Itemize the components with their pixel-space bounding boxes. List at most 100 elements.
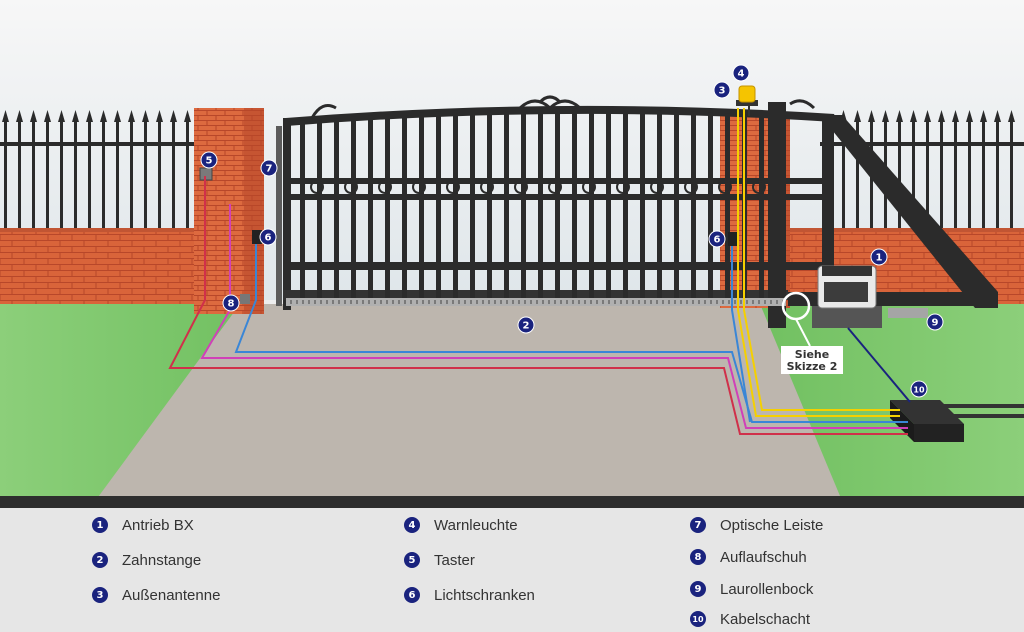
- fence-spike: [86, 110, 93, 122]
- drive-motor-top: [822, 266, 872, 276]
- rack-tooth: [428, 300, 430, 304]
- rack-tooth: [542, 300, 544, 304]
- legend-badge-4: 4: [404, 517, 420, 533]
- fence-spike: [980, 110, 987, 122]
- rack-tooth: [320, 300, 322, 304]
- gate-bar: [674, 110, 679, 300]
- rack-tooth: [650, 300, 652, 304]
- fence-spike: [16, 110, 23, 122]
- rack-tooth: [728, 300, 730, 304]
- gate-scroll-left: [310, 104, 337, 119]
- marker-10: 10: [910, 380, 928, 398]
- duct-cable-out1: [944, 404, 1024, 408]
- rack-tooth: [656, 300, 658, 304]
- gate-ring: [412, 180, 426, 194]
- rack-tooth: [350, 300, 352, 304]
- fence-spike: [1008, 110, 1015, 122]
- rack-tooth: [512, 300, 514, 304]
- gate-ring: [684, 180, 698, 194]
- rack-tooth: [662, 300, 664, 304]
- callout-leader: [795, 318, 811, 347]
- gate-ring: [344, 180, 358, 194]
- rack-tooth: [590, 300, 592, 304]
- fence-spike: [184, 110, 191, 122]
- gate-bar: [317, 119, 322, 300]
- fence-spike: [44, 110, 51, 122]
- marker-circle: [222, 294, 240, 312]
- rack-tooth: [578, 300, 580, 304]
- rack-tooth: [482, 300, 484, 304]
- gate-frame-left: [283, 118, 291, 310]
- rack-tooth: [296, 300, 298, 304]
- rack-tooth: [722, 300, 724, 304]
- rack-tooth: [572, 300, 574, 304]
- fence-spike: [910, 110, 917, 122]
- fence-bar: [982, 120, 985, 232]
- rack-tooth: [500, 300, 502, 304]
- stopper-block: [240, 294, 250, 304]
- gate-ring: [514, 180, 528, 194]
- fence-spike: [114, 110, 121, 122]
- marker-number: 1: [876, 253, 883, 264]
- marker-number: 6: [714, 235, 721, 246]
- wire-yellow-1: [743, 108, 900, 411]
- fence-spike: [156, 110, 163, 122]
- legend-badge-7: 7: [690, 517, 706, 533]
- legend-badge-10: 10: [690, 611, 706, 627]
- gate-bar: [436, 111, 441, 300]
- gate-ring: [310, 180, 324, 194]
- legend-badge-3: 3: [92, 587, 108, 603]
- fence-spike: [854, 110, 861, 122]
- rack-tooth: [776, 300, 778, 304]
- marker-number: 4: [738, 69, 745, 80]
- rack-tooth: [536, 300, 538, 304]
- marker-6b: 6: [708, 230, 726, 248]
- fence-spike: [924, 110, 931, 122]
- rack-tooth: [680, 300, 682, 304]
- rack-tooth: [392, 300, 394, 304]
- marker-circle: [732, 64, 750, 82]
- gate-bar: [708, 112, 713, 300]
- wire-yellow-2: [737, 108, 900, 417]
- gate-bar: [351, 116, 356, 300]
- gate-bar: [538, 108, 543, 300]
- fence-bar: [130, 120, 133, 232]
- fence-bar: [968, 120, 971, 232]
- gate-bar: [640, 109, 645, 300]
- rack-tooth: [620, 300, 622, 304]
- gate-bar: [691, 111, 696, 300]
- legend-label-3: Außenantenne: [122, 586, 221, 604]
- fence-spike: [882, 110, 889, 122]
- fence-bar: [4, 120, 7, 232]
- rack-tooth: [584, 300, 586, 304]
- rack-tooth: [518, 300, 520, 304]
- legend-item-8: 8 Auflaufschuh: [690, 546, 807, 568]
- fence-bar: [926, 120, 929, 232]
- fence-bar: [88, 120, 91, 232]
- wire-magenta: [200, 204, 908, 429]
- gate-bar: [589, 108, 594, 301]
- rack-tooth: [764, 300, 766, 304]
- fence-bar: [954, 120, 957, 232]
- driveway: [90, 304, 845, 508]
- legend-label-4: Warnleuchte: [434, 516, 518, 534]
- marker-3: 3: [713, 81, 731, 99]
- marker-6a: 6: [259, 228, 277, 246]
- rack-tooth: [476, 300, 478, 304]
- rack-tooth: [380, 300, 382, 304]
- marker-number: 8: [228, 299, 235, 310]
- rack-tooth: [440, 300, 442, 304]
- gate-bar: [385, 114, 390, 300]
- gate-bar: [504, 108, 509, 300]
- legend-label-8: Auflaufschuh: [720, 548, 807, 566]
- marker-circle: [926, 313, 944, 331]
- marker-number: 9: [932, 318, 939, 329]
- gate-ring: [718, 180, 732, 194]
- legend-item-1: 1 Antrieb BX: [92, 514, 194, 536]
- rack-tooth: [668, 300, 670, 304]
- gate-bar: [402, 113, 407, 300]
- fence-spike: [100, 110, 107, 122]
- marker-circle: [713, 81, 731, 99]
- pillar-left-shade: [244, 108, 264, 314]
